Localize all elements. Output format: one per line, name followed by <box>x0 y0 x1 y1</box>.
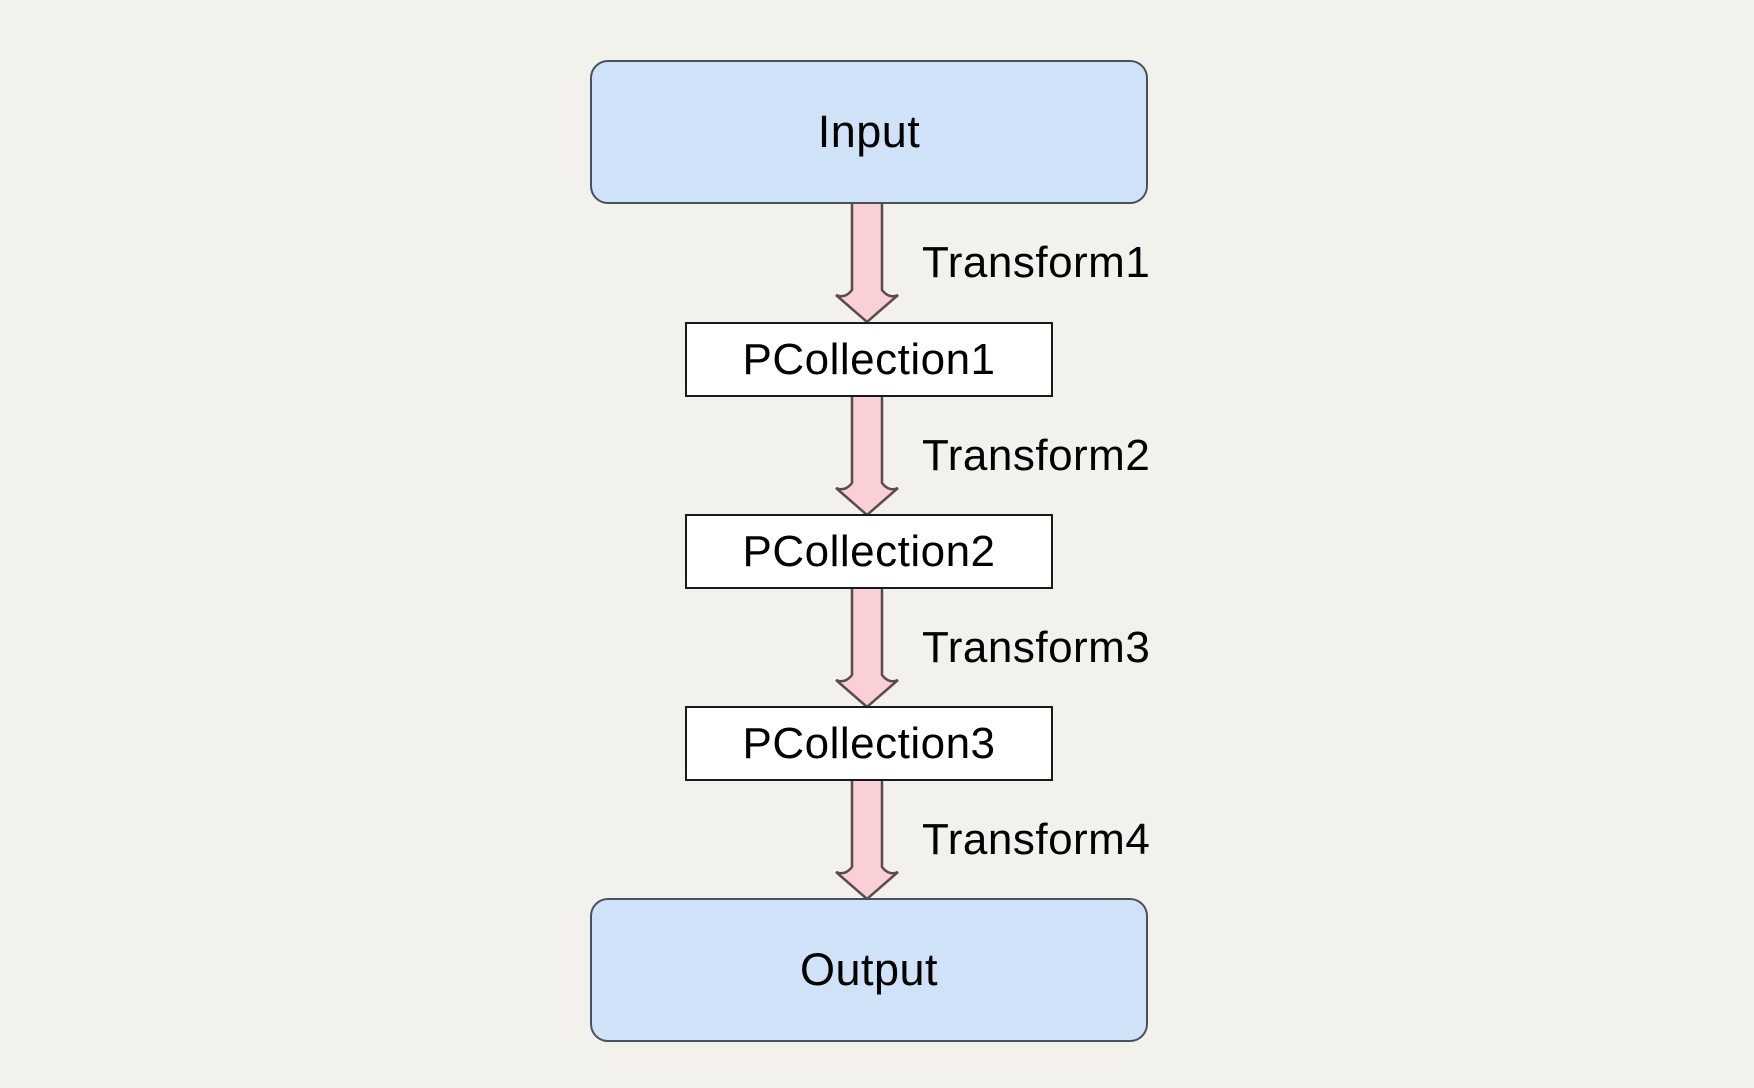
node-pcollection3-label: PCollection3 <box>742 718 996 768</box>
node-pcollection2: PCollection2 <box>685 514 1053 589</box>
down-arrow-icon <box>835 202 899 324</box>
down-arrow-icon <box>835 587 899 709</box>
node-pcollection3: PCollection3 <box>685 706 1053 781</box>
node-pcollection1-label: PCollection1 <box>742 334 996 384</box>
edge-label-transform1: Transform1 <box>922 238 1151 287</box>
down-arrow-icon <box>835 779 899 901</box>
node-pcollection2-label: PCollection2 <box>742 526 996 576</box>
down-arrow-icon <box>835 395 899 517</box>
edge-label-transform2: Transform2 <box>922 431 1151 480</box>
node-output: Output <box>590 898 1148 1042</box>
node-input: Input <box>590 60 1148 204</box>
node-output-label: Output <box>799 944 939 995</box>
node-input-label: Input <box>817 106 921 157</box>
node-pcollection1: PCollection1 <box>685 322 1053 397</box>
edge-label-transform3: Transform3 <box>922 623 1151 672</box>
edge-label-transform4: Transform4 <box>922 815 1151 864</box>
